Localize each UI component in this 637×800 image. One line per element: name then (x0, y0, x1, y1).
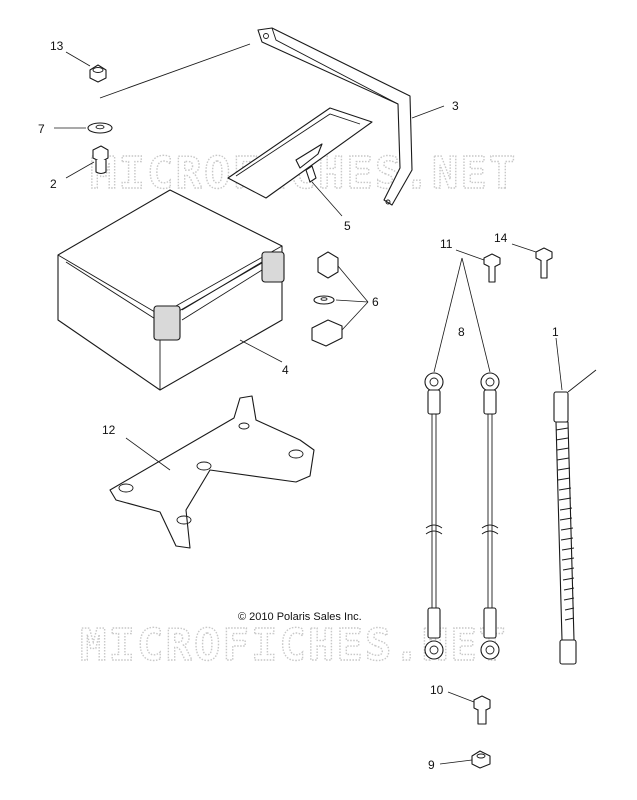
callout-6: 6 (372, 295, 379, 309)
part-8-cables (424, 372, 500, 660)
callout-10: 10 (430, 683, 444, 697)
callout-2: 2 (50, 177, 57, 191)
part-10-bolt (473, 695, 491, 725)
callout-3: 3 (452, 99, 459, 113)
watermark-bottom: MICROFICHES.NET (80, 620, 507, 671)
part-4-battery (57, 189, 285, 391)
callout-11: 11 (440, 237, 453, 251)
part-1-harness (553, 369, 597, 665)
part-2-bolt (92, 145, 109, 175)
callout-8: 8 (458, 325, 465, 339)
part-9-nut (471, 750, 491, 769)
leader-lines (54, 51, 563, 765)
callouts: 13 7 2 3 5 4 6 11 14 8 1 12 10 9 (38, 39, 559, 772)
part-6-hardware (311, 251, 343, 347)
copyright-text: © 2010 Polaris Sales Inc. (238, 611, 362, 623)
callout-4: 4 (282, 363, 289, 377)
part-13-nut (89, 64, 107, 83)
part-3-bracket (257, 27, 413, 206)
callout-9: 9 (428, 758, 435, 772)
callout-14: 14 (494, 231, 508, 245)
part-11-bolt (483, 253, 501, 283)
callout-1: 1 (552, 325, 559, 339)
part-5-strap (227, 107, 373, 199)
part-7-washer (87, 122, 113, 134)
callout-7: 7 (38, 122, 45, 136)
part-12-tray (109, 395, 315, 549)
callout-13: 13 (50, 39, 64, 53)
part-14-bolt (535, 247, 553, 279)
callout-12: 12 (102, 423, 116, 437)
callout-5: 5 (344, 219, 351, 233)
